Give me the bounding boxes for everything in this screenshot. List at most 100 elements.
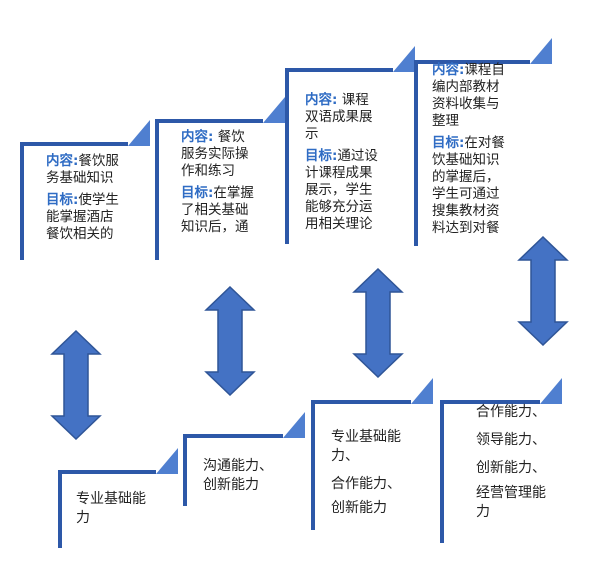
top-card-text: 内容: 餐饮 服务实际操 作和练习 目标:在掌握 了相关基础 知识后，通 — [181, 129, 254, 241]
card-bracket-shape — [58, 448, 178, 548]
bottom-card-text: 沟通能力、 创新能力 — [203, 457, 273, 495]
goal-label: 目标: — [305, 148, 338, 164]
ability-line: 创新能力 — [203, 477, 259, 493]
goal-line: 搜集教材资 — [432, 203, 500, 219]
ability-line: 沟通能力、 — [203, 458, 273, 474]
bottom-card-text: 专业基础能 力 — [76, 490, 146, 528]
bottom-card-2: 沟通能力、 创新能力 — [183, 412, 305, 506]
bracket-left-edge — [414, 60, 418, 246]
goal-line: 使学生 — [78, 192, 119, 208]
goal-line: 了相关基础 — [181, 202, 249, 218]
card-bracket-shape — [285, 46, 415, 244]
bottom-card-text: 合作能力、 领导能力、 创新能力、 经营管理能 力 — [476, 400, 546, 522]
double-arrow-icon — [517, 236, 569, 346]
ability-line: 专业基础能 — [331, 429, 401, 445]
bottom-card-3: 专业基础能 力、 合作能力、 创新能力 — [311, 378, 433, 530]
bracket-top-edge — [414, 60, 530, 64]
bracket-corner-tab — [540, 378, 562, 404]
top-card-2: 内容: 餐饮 服务实际操 作和练习 目标:在掌握 了相关基础 知识后，通 — [155, 97, 285, 260]
bracket-top-edge — [155, 119, 263, 123]
goal-line: 用相关理论 — [305, 216, 373, 232]
content-block: 内容:餐饮服 务基础知识 — [46, 153, 119, 187]
goal-block: 目标:在对餐 饮基础知识 的掌握后， 学生可通过 搜集教材资 料达到对餐 — [432, 135, 505, 237]
goal-line: 在掌握 — [213, 185, 254, 201]
goal-line: 知识后，通 — [181, 219, 249, 235]
double-arrow-icon — [50, 330, 102, 440]
goal-line: 的掌握后， — [432, 169, 500, 185]
content-line: 整理 — [432, 113, 459, 129]
goal-label: 目标: — [181, 185, 214, 201]
bracket-left-edge — [58, 470, 62, 548]
bottom-card-text: 专业基础能 力、 合作能力、 创新能力 — [331, 428, 401, 520]
ability-line: 创新能力 — [331, 500, 387, 516]
goal-line: 计课程成果 — [305, 165, 373, 181]
content-label: 内容: — [46, 153, 79, 169]
goal-line: 在对餐 — [464, 135, 505, 151]
content-line: 服务实际操 — [181, 146, 249, 162]
content-line: 资料收集与 — [432, 96, 500, 112]
card-bracket-shape — [414, 38, 552, 246]
ability-line: 专业基础能 — [76, 491, 146, 507]
bracket-corner-tab — [411, 378, 433, 404]
goal-label: 目标: — [46, 192, 79, 208]
ability-line: 合作能力、 — [331, 476, 401, 492]
content-line: 示 — [305, 126, 319, 142]
goal-line: 能够充分运 — [305, 199, 373, 215]
top-card-1: 内容:餐饮服 务基础知识 目标:使学生 能掌握酒店 餐饮相关的 — [20, 120, 150, 260]
content-block: 内容: 课程 双语成果展 示 — [305, 92, 378, 143]
content-line: 双语成果展 — [305, 109, 373, 125]
goal-block: 目标:使学生 能掌握酒店 餐饮相关的 — [46, 192, 119, 243]
content-line: 作和练习 — [181, 163, 235, 179]
card-bracket-shape — [440, 378, 562, 543]
ability-line: 力 — [76, 510, 90, 526]
double-arrow-shape — [517, 236, 569, 346]
bracket-left-edge — [285, 68, 289, 244]
card-bracket-shape — [311, 378, 433, 530]
bracket-top-edge — [20, 142, 128, 146]
bracket-left-edge — [440, 400, 444, 543]
content-line: 餐饮 — [217, 129, 245, 145]
goal-block: 目标:在掌握 了相关基础 知识后，通 — [181, 185, 254, 236]
bracket-top-edge — [311, 400, 411, 404]
bottom-card-1: 专业基础能 力 — [58, 448, 178, 548]
content-line: 课程 — [341, 92, 369, 108]
bracket-top-edge — [285, 68, 393, 72]
bracket-top-edge — [440, 400, 540, 404]
content-line: 课程自 — [464, 62, 505, 78]
bracket-corner-tab — [156, 448, 178, 474]
bracket-left-edge — [155, 119, 159, 260]
goal-line: 饮基础知识 — [432, 152, 500, 168]
top-card-text: 内容: 课程 双语成果展 示 目标:通过设 计课程成果 展示，学生 能够充分运 … — [305, 92, 378, 238]
ability-line: 合作能力、 — [476, 404, 546, 420]
content-line: 务基础知识 — [46, 170, 114, 186]
goal-label: 目标: — [432, 135, 465, 151]
content-block: 内容:课程自 编内部教材 资料收集与 整理 — [432, 62, 505, 130]
ability-line: 创新能力、 — [476, 460, 546, 476]
bracket-corner-tab — [263, 97, 285, 123]
goal-line: 学生可通过 — [432, 186, 500, 202]
top-card-text: 内容:课程自 编内部教材 资料收集与 整理 目标:在对餐 饮基础知识 的掌握后，… — [432, 62, 505, 242]
content-label: 内容: — [432, 62, 465, 78]
content-label: 内容: — [181, 129, 214, 145]
double-arrow-icon — [352, 268, 404, 378]
card-bracket-shape — [155, 97, 285, 260]
ability-line: 领导能力、 — [476, 432, 546, 448]
content-line: 餐饮服 — [78, 153, 119, 169]
bracket-top-edge — [58, 470, 156, 474]
content-label: 内容: — [305, 92, 338, 108]
content-block: 内容: 餐饮 服务实际操 作和练习 — [181, 129, 254, 180]
bracket-corner-tab — [128, 120, 150, 146]
double-arrow-icon — [204, 286, 256, 396]
bracket-top-edge — [183, 434, 283, 438]
bracket-corner-tab — [283, 412, 305, 438]
card-bracket-shape — [183, 412, 305, 506]
bracket-left-edge — [183, 434, 187, 506]
card-bracket-shape — [20, 120, 150, 260]
bracket-left-edge — [311, 400, 315, 530]
ability-line: 力、 — [331, 448, 359, 464]
top-card-3: 内容: 课程 双语成果展 示 目标:通过设 计课程成果 展示，学生 能够充分运 … — [285, 46, 415, 244]
double-arrow-shape — [204, 286, 256, 396]
content-line: 编内部教材 — [432, 79, 500, 95]
top-card-4: 内容:课程自 编内部教材 资料收集与 整理 目标:在对餐 饮基础知识 的掌握后，… — [414, 38, 552, 246]
